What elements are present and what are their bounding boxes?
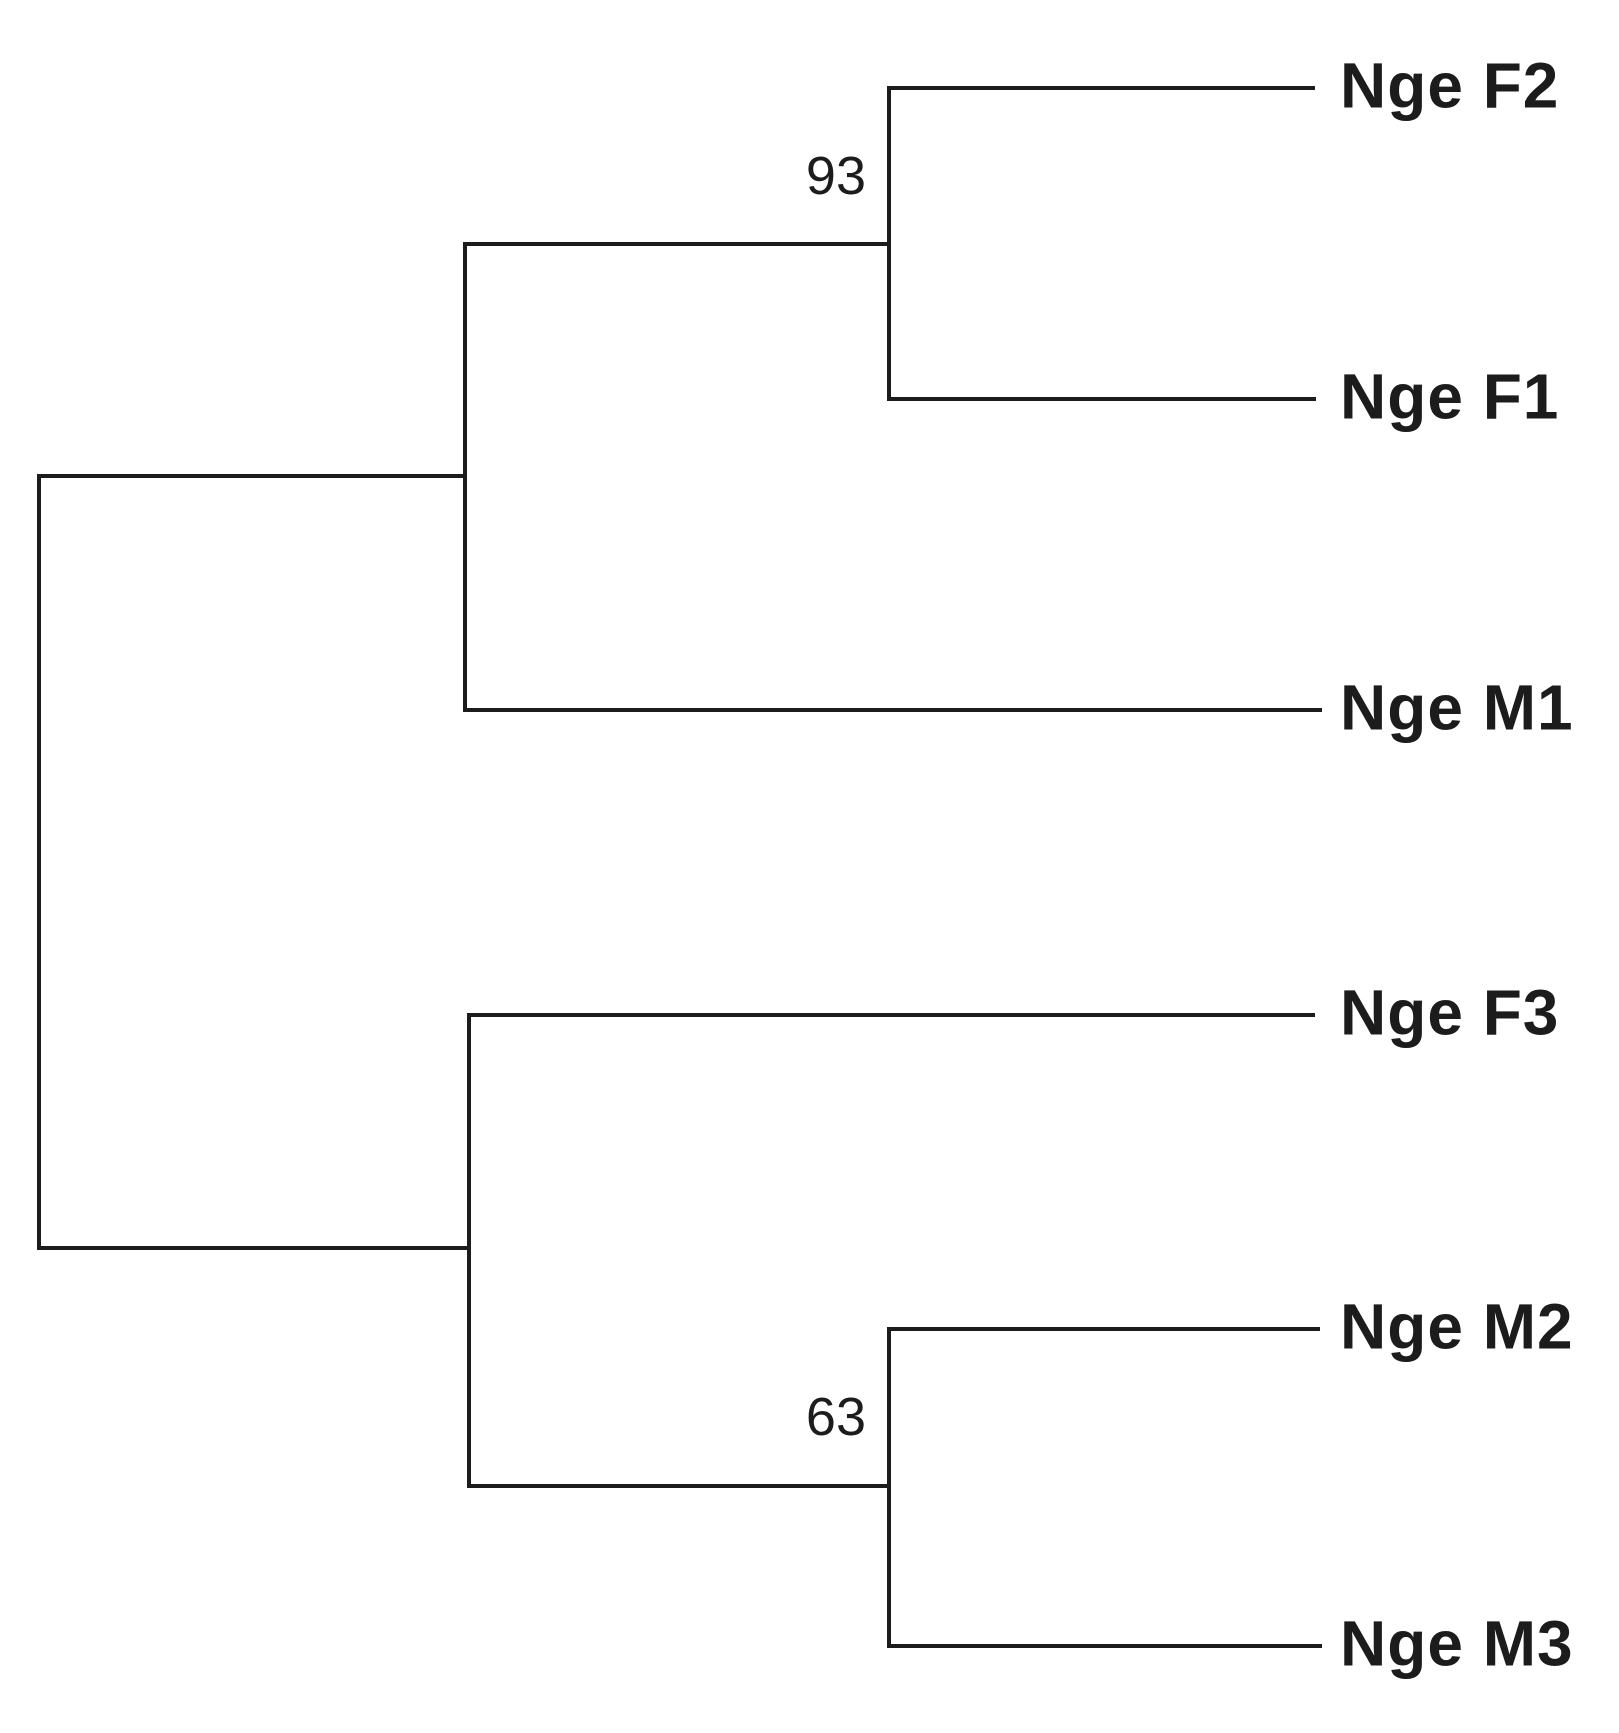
root-to-lower-clade xyxy=(39,1246,469,1250)
upper-clade-to-f2f1 xyxy=(465,242,889,246)
tip-branch-nge-m1 xyxy=(465,708,1322,712)
tip-label-nge-m1: Nge M1 xyxy=(1340,671,1574,744)
tip-branch-nge-m2 xyxy=(889,1327,1320,1331)
bootstrap-value-93: 93 xyxy=(805,146,866,206)
tip-branch-nge-f2 xyxy=(889,86,1315,90)
tip-label-nge-f3: Nge F3 xyxy=(1340,976,1560,1049)
tip-branch-nge-f1 xyxy=(889,397,1316,401)
lower-clade-vertical xyxy=(467,1013,471,1488)
m2m3-clade-vertical xyxy=(887,1327,891,1648)
f2f1-clade-vertical xyxy=(887,86,891,401)
root-to-upper-clade xyxy=(39,474,465,478)
root-vertical xyxy=(37,474,41,1250)
bootstrap-value-63: 63 xyxy=(805,1387,866,1447)
tip-label-nge-m2: Nge M2 xyxy=(1340,1290,1574,1363)
upper-clade-vertical xyxy=(463,242,467,712)
tip-label-nge-f1: Nge F1 xyxy=(1340,360,1560,433)
tip-branch-nge-f3 xyxy=(469,1013,1315,1017)
tip-branch-nge-m3 xyxy=(889,1644,1322,1648)
lower-clade-to-m2m3 xyxy=(469,1484,889,1488)
tip-label-nge-f2: Nge F2 xyxy=(1340,49,1560,122)
tip-label-nge-m3: Nge M3 xyxy=(1340,1607,1574,1680)
